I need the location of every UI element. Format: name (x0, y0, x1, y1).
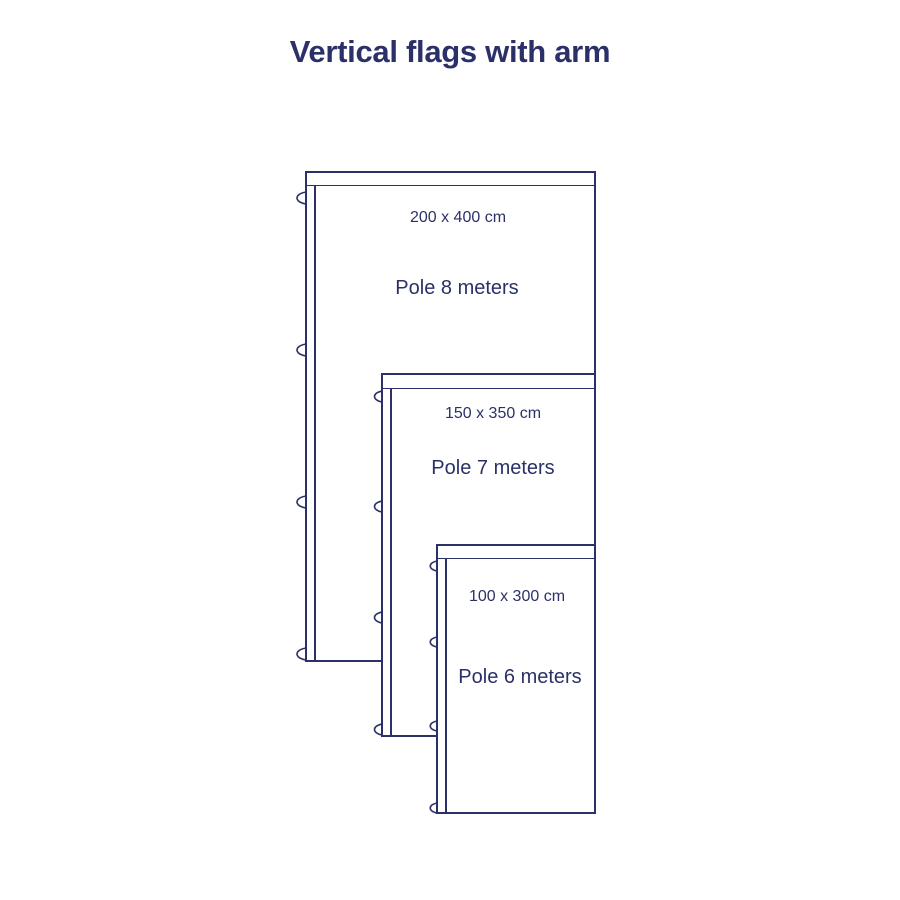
flag-small-arm (436, 544, 596, 560)
flag-small-ring-icon (429, 802, 438, 814)
flag-small-ring-icon (429, 560, 438, 572)
page-title: Vertical flags with arm (289, 34, 611, 69)
flag-large-ring-icon (296, 191, 307, 205)
flag-medium-arm (381, 373, 596, 390)
flag-medium-ring-icon (373, 500, 383, 513)
flag-small-ring-icon (429, 720, 438, 732)
flag-large-pole-label: Pole 8 meters (395, 277, 518, 299)
flag-small-outline (436, 559, 596, 814)
flag-small-pole-label: Pole 6 meters (458, 666, 581, 688)
flag-large-arm (305, 171, 596, 187)
flag-large-ring-icon (296, 343, 307, 357)
flag-medium-ring-icon (373, 390, 383, 403)
flag-small: 100 x 300 cm Pole 6 meters (429, 544, 596, 814)
flag-small-ring-icon (429, 636, 438, 648)
flag-medium-size-label: 150 x 350 cm (445, 405, 541, 422)
flag-medium-pole-label: Pole 7 meters (431, 457, 554, 479)
flag-medium-ring-icon (373, 611, 383, 624)
flag-large-size-label: 200 x 400 cm (410, 209, 506, 226)
flag-large-ring-icon (296, 647, 307, 661)
flag-large-ring-icon (296, 495, 307, 509)
flag-medium-ring-icon (373, 723, 383, 736)
flag-small-size-label: 100 x 300 cm (469, 588, 565, 605)
